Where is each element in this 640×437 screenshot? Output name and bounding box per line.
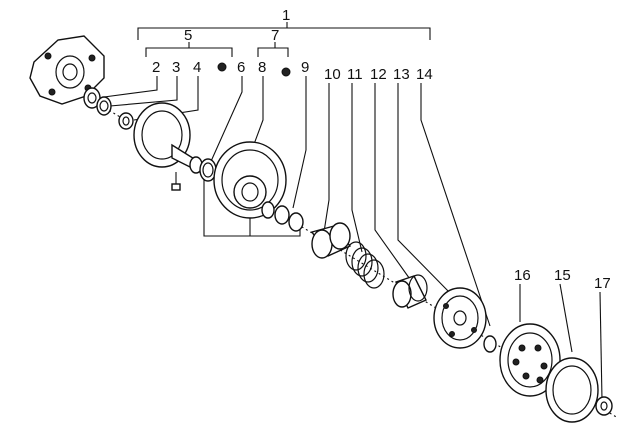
callout-12: 12 xyxy=(370,66,387,83)
part-2-bearing xyxy=(83,87,101,109)
movable-half-pulley xyxy=(213,141,287,219)
callout-14: 14 xyxy=(416,66,433,83)
part-14-ring xyxy=(483,335,497,353)
callout-16: 16 xyxy=(514,267,531,284)
part-3-ring xyxy=(96,96,112,116)
crankcase-housing xyxy=(29,35,105,105)
part-11-spring xyxy=(345,241,385,289)
part-8-ring xyxy=(261,201,275,219)
callout-3: 3 xyxy=(172,59,180,76)
callout-2: 2 xyxy=(152,59,160,76)
leader-lines xyxy=(103,76,603,401)
callout-5: 5 xyxy=(184,27,192,44)
kit-marker-dot-right xyxy=(281,67,291,77)
group-bracket-7 xyxy=(257,42,289,57)
part-17-nut xyxy=(595,396,613,416)
part-10-sleeve xyxy=(310,222,352,259)
callout-13: 13 xyxy=(393,66,410,83)
callout-1: 1 xyxy=(282,7,290,24)
callout-9: 9 xyxy=(301,59,309,76)
part-13-clutch xyxy=(433,287,487,349)
callout-4: 4 xyxy=(193,59,201,76)
group-bracket-1 xyxy=(137,22,431,40)
part-15-ring xyxy=(545,357,599,423)
callout-10: 10 xyxy=(324,66,341,83)
callout-15: 15 xyxy=(554,267,571,284)
group-bracket-5 xyxy=(145,42,233,57)
part-4-bush xyxy=(118,112,134,130)
callout-6: 6 xyxy=(237,59,245,76)
part-9-ring xyxy=(274,205,304,232)
callout-17: 17 xyxy=(594,275,611,292)
part-16-clutch-bell xyxy=(499,323,561,397)
fixed-half-pulley xyxy=(133,102,203,191)
callout-8: 8 xyxy=(258,59,266,76)
kit-marker-dot-left xyxy=(217,62,227,72)
part-12-bushing xyxy=(392,274,428,309)
callout-7: 7 xyxy=(271,27,279,44)
callout-11: 11 xyxy=(347,66,363,83)
